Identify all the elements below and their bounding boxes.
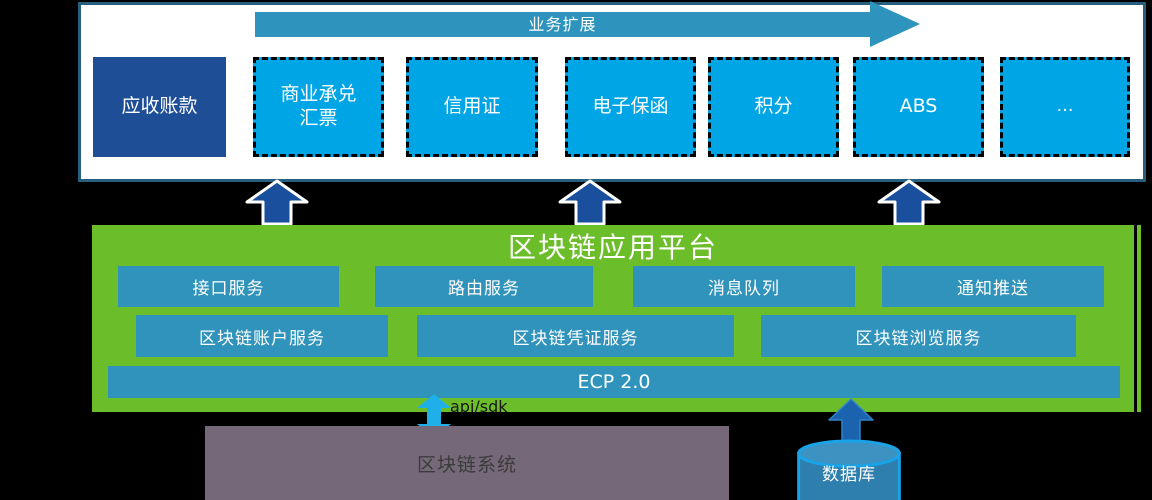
service-box-browse: 区块链浏览服务 — [761, 315, 1076, 357]
service-box-certificate: 区块链凭证服务 — [417, 315, 734, 357]
expansion-arrow-label: 业务扩展 — [528, 15, 597, 34]
service-label: 区块链浏览服务 — [855, 328, 982, 349]
expansion-arrow-band — [255, 12, 870, 37]
service-label: 区块链凭证服务 — [512, 328, 639, 349]
ecp-label: ECP 2.0 — [577, 371, 651, 393]
platform-edge-strip — [1137, 225, 1141, 412]
product-box-abs: ABS — [853, 57, 984, 157]
ecp-base-bar: ECP 2.0 — [108, 366, 1120, 398]
product-label: 信用证 — [443, 95, 501, 118]
service-label: 接口服务 — [192, 279, 265, 299]
service-box-routing: 路由服务 — [375, 266, 593, 307]
expansion-arrow-head-icon — [870, 1, 920, 47]
system-label: 区块链系统 — [416, 453, 517, 476]
blockchain-system-box: 区块链系统 — [205, 426, 729, 500]
product-label: 应收账款 — [121, 95, 198, 118]
service-box-interface: 接口服务 — [118, 266, 339, 307]
api-sdk-label: api/sdk — [450, 397, 508, 416]
service-box-notification: 通知推送 — [882, 266, 1104, 307]
service-box-account: 区块链账户服务 — [136, 315, 388, 357]
database-cylinder-icon — [797, 439, 901, 500]
up-arrow-icon — [877, 179, 941, 226]
up-arrow-icon — [245, 179, 309, 226]
product-label: 商业承兑汇票 — [280, 83, 357, 129]
database-label: 数据库 — [822, 465, 876, 485]
product-box-receivables: 应收账款 — [93, 57, 226, 157]
product-box-more: … — [1000, 57, 1130, 157]
service-label: 通知推送 — [957, 279, 1029, 299]
product-box-letter-of-credit: 信用证 — [406, 57, 538, 157]
service-label: 路由服务 — [448, 279, 520, 299]
service-label: 区块链账户服务 — [199, 328, 325, 349]
product-label: 电子保函 — [592, 95, 669, 118]
product-box-points: 积分 — [708, 57, 839, 157]
service-label: 消息队列 — [708, 279, 780, 299]
product-label: … — [1056, 96, 1074, 117]
product-label: ABS — [899, 95, 938, 118]
platform-title: 区块链应用平台 — [507, 231, 718, 264]
product-label: 积分 — [754, 95, 793, 118]
service-box-message-queue: 消息队列 — [633, 266, 855, 307]
product-box-e-guarantee: 电子保函 — [565, 57, 696, 157]
product-box-commercial-acceptance-bill: 商业承兑汇票 — [253, 57, 384, 157]
up-arrow-icon — [558, 179, 622, 226]
